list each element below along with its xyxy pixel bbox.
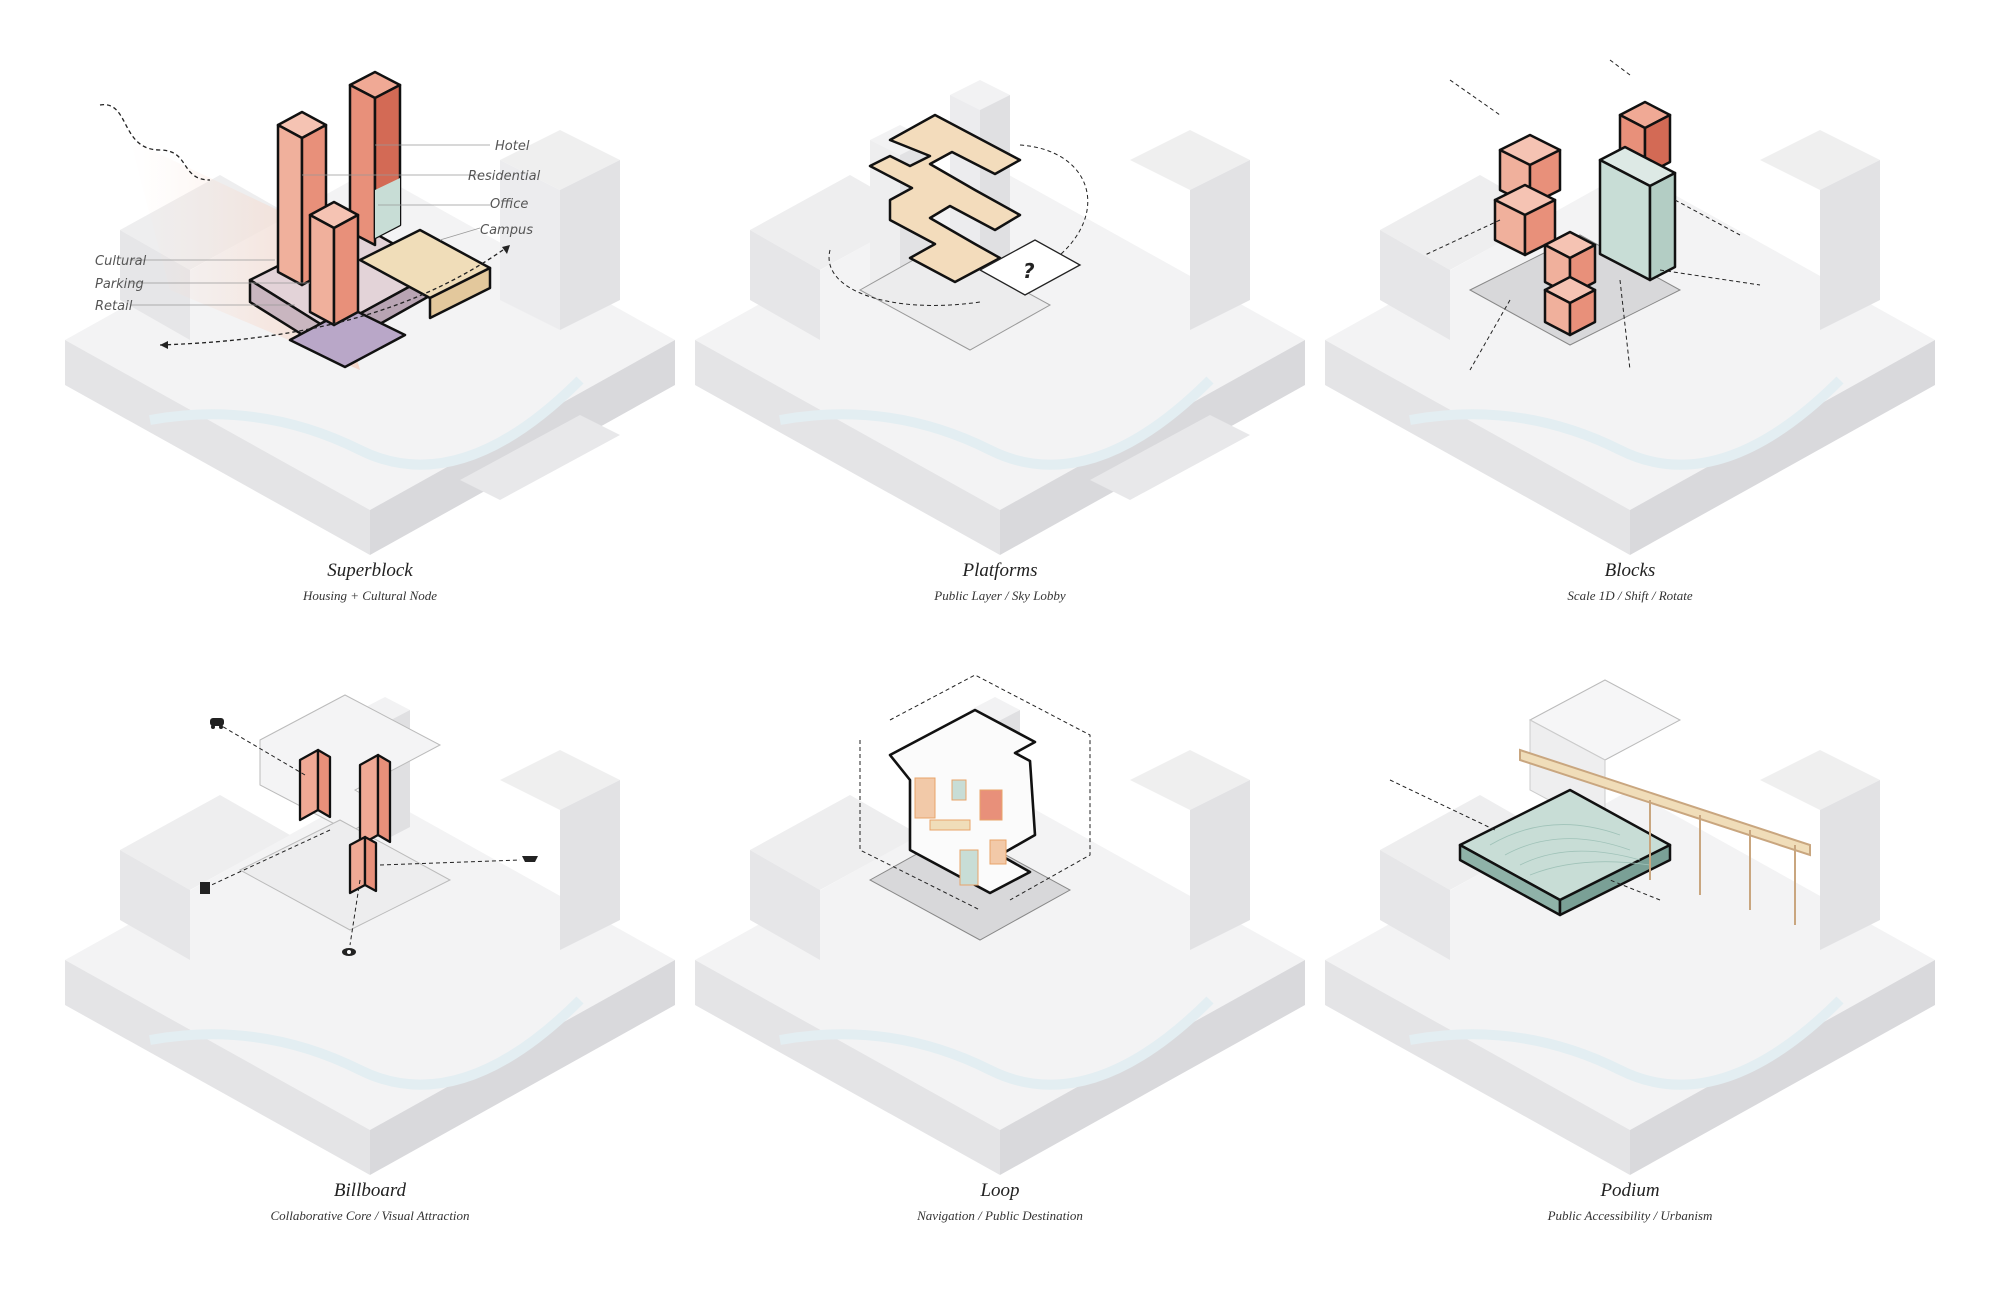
billboard-cores — [298, 748, 392, 895]
site-base — [695, 130, 1305, 555]
panel-subtitle: Navigation / Public Destination — [917, 1208, 1083, 1223]
label-hotel: Hotel — [495, 139, 530, 154]
tower-office — [308, 200, 360, 327]
panel-subtitle: Scale 1D / Shift / Rotate — [1567, 588, 1693, 603]
podium-diagram — [1325, 679, 1935, 1175]
site-base — [1325, 750, 1935, 1175]
stacked-blocks — [1493, 100, 1677, 337]
panel-subtitle: Housing + Cultural Node — [302, 588, 438, 603]
panel-superblock: Hotel Residential Office Campus Cultural… — [60, 40, 680, 603]
landscape-podium — [1458, 788, 1672, 917]
platform-question: ? — [978, 239, 1082, 296]
panel-title: Billboard — [333, 1180, 407, 1201]
panel-title: Podium — [1600, 1180, 1660, 1201]
panel-subtitle: Collaborative Core / Visual Attraction — [270, 1208, 470, 1223]
label-residential: Residential — [468, 169, 541, 184]
billboard-diagram — [65, 694, 675, 1175]
panel-billboard: Billboard Collaborative Core / Visual At… — [60, 660, 680, 1223]
car-icon — [210, 718, 224, 729]
panel-blocks: Blocks Scale 1D / Shift / Rotate — [1320, 40, 1940, 603]
platform-loop — [868, 113, 1022, 284]
superblock-diagram: Hotel Residential Office Campus Cultural… — [65, 70, 675, 555]
panel-subtitle: Public Accessibility / Urbanism — [1547, 1208, 1713, 1223]
eye-icon — [342, 948, 356, 956]
label-cultural: Cultural — [95, 254, 147, 269]
panel-title: Superblock — [327, 560, 413, 581]
question-mark: ? — [1023, 259, 1035, 283]
label-parking: Parking — [95, 277, 144, 292]
contour-lines — [1489, 824, 1651, 876]
bridge — [1519, 748, 1811, 925]
loop-diagram — [695, 674, 1305, 1175]
panel-podium: Podium Public Accessibility / Urbanism — [1320, 660, 1940, 1223]
label-campus: Campus — [480, 223, 533, 238]
panel-title: Loop — [980, 1180, 1020, 1201]
label-office: Office — [490, 197, 528, 212]
program-blocks — [914, 777, 1007, 886]
site-base — [65, 750, 675, 1175]
panel-title: Platforms — [962, 560, 1038, 581]
boat-icon — [522, 856, 538, 862]
platforms-diagram: ? — [695, 80, 1305, 555]
tower-hotel — [348, 70, 402, 247]
panel-title: Blocks — [1604, 560, 1656, 581]
building-icon — [200, 882, 210, 894]
blocks-diagram — [1325, 59, 1935, 555]
panel-platforms: ? Platforms Public Layer / Sky Lobby — [690, 40, 1310, 603]
label-retail: Retail — [95, 299, 133, 314]
panel-subtitle: Public Layer / Sky Lobby — [934, 588, 1066, 603]
site-base — [695, 750, 1305, 1175]
panel-loop: Loop Navigation / Public Destination — [690, 660, 1310, 1223]
